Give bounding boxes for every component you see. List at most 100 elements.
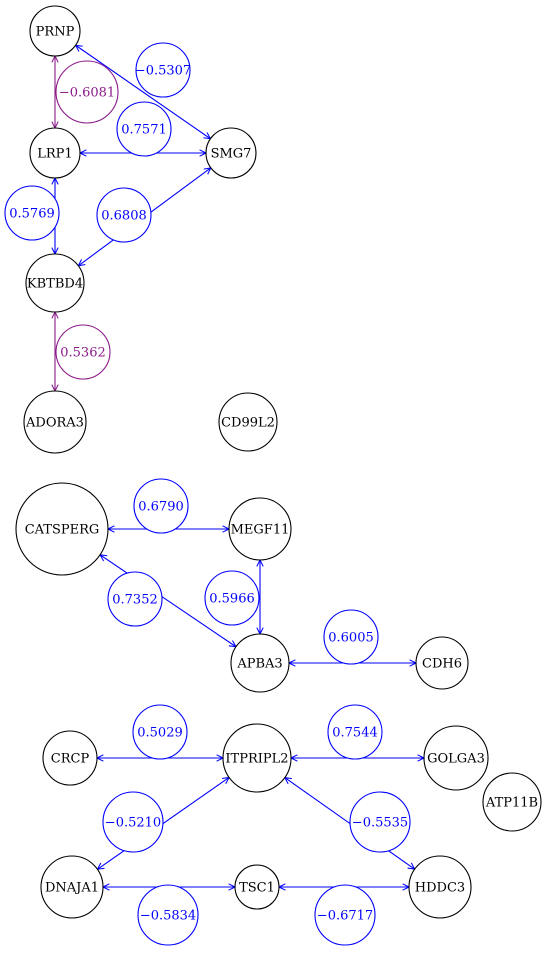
node-circle (218, 392, 278, 452)
weight-label: −0.5834 (140, 909, 196, 924)
node-circle (25, 253, 85, 313)
weight-badge-circle (135, 42, 191, 98)
node-circle (230, 633, 290, 693)
edge-prnp-smg7 (76, 45, 211, 139)
weight-badge-circle (314, 884, 376, 946)
node-circle (222, 723, 292, 793)
weight-label: 0.6005 (328, 631, 374, 646)
node-lrp1: LRP1 (29, 127, 81, 179)
node-label: GOLGA3 (427, 752, 485, 767)
weight-label: 0.7352 (112, 593, 158, 608)
node-circle (40, 855, 104, 919)
weight-label: −0.5535 (352, 816, 408, 831)
weight-badge-circle (116, 101, 172, 157)
node-dnaja1: DNAJA1 (40, 855, 104, 919)
node-label: SMG7 (211, 147, 252, 162)
node-circle (234, 864, 280, 910)
weight-label: 0.5769 (9, 207, 55, 222)
weight-badge-dnaja1-tsc1: −0.5834 (137, 884, 199, 946)
node-label: LRP1 (37, 147, 72, 162)
node-label: CDH6 (422, 657, 462, 672)
node-megf11: MEGF11 (228, 497, 292, 561)
weight-label: −0.6717 (317, 909, 373, 924)
weight-badge-lrp1-smg7: 0.7571 (116, 101, 172, 157)
node-label: ITPRIPL2 (225, 752, 288, 767)
node-label: ADORA3 (25, 416, 84, 431)
node-hddc3: HDDC3 (408, 855, 472, 919)
node-label: KBTBD4 (27, 277, 83, 292)
weight-badge-itpripl2-hddc3: −0.5535 (349, 791, 411, 853)
node-atp11b: ATP11B (482, 772, 542, 832)
weight-badge-circle (327, 704, 383, 760)
weight-badge-circle (102, 791, 164, 853)
weight-badge-circle (96, 187, 152, 243)
weight-label: 0.5029 (137, 726, 183, 741)
node-circle (408, 855, 472, 919)
weight-badge-circle (137, 884, 199, 946)
node-label: DNAJA1 (45, 881, 99, 896)
node-catsperg: CATSPERG (15, 482, 109, 576)
weight-badge-circle (55, 324, 111, 380)
weight-badge-apba3-cdh6: 0.6005 (323, 609, 379, 665)
node-label: MEGF11 (231, 523, 290, 538)
node-label: TSC1 (239, 881, 275, 896)
weight-label: 0.5362 (60, 346, 106, 361)
node-label: PRNP (36, 25, 75, 40)
node-label: CATSPERG (25, 523, 100, 538)
node-label: APBA3 (236, 657, 282, 672)
node-prnp: PRNP (29, 5, 81, 57)
weight-label: 0.5966 (209, 592, 255, 607)
weight-label: 0.7571 (121, 123, 167, 138)
weight-badge-lrp1-kbtbd4: 0.5769 (4, 185, 60, 241)
weight-badge-itpripl2-dnaja1: −0.5210 (102, 791, 164, 853)
weight-badge-catsperg-megf11: 0.6790 (133, 478, 189, 534)
node-circle (42, 730, 98, 786)
node-circle (23, 390, 87, 454)
node-label: ATP11B (485, 796, 538, 811)
weight-label: −0.5210 (105, 816, 161, 831)
weight-badge-circle (55, 60, 119, 124)
node-tsc1: TSC1 (234, 864, 280, 910)
weight-badge-megf11-apba3: 0.5966 (204, 570, 260, 626)
node-circle (29, 5, 81, 57)
weight-label: 0.6790 (138, 500, 184, 515)
weight-badge-crcp-itpripl2: 0.5029 (132, 704, 188, 760)
weight-badge-circle (323, 609, 379, 665)
edge-line (100, 555, 236, 647)
node-label: CRCP (51, 752, 90, 767)
node-cdh6: CDH6 (415, 636, 469, 690)
node-circle (228, 497, 292, 561)
weight-label: 0.7544 (332, 726, 378, 741)
node-adora3: ADORA3 (23, 390, 87, 454)
weight-badge-circle (107, 571, 163, 627)
node-circle (423, 725, 489, 791)
node-apba3: APBA3 (230, 633, 290, 693)
weight-badge-circle (349, 791, 411, 853)
node-circle (29, 127, 81, 179)
node-circle (415, 636, 469, 690)
edge-catsperg-apba3 (100, 555, 236, 647)
weight-badge-tsc1-hddc3: −0.6717 (314, 884, 376, 946)
weight-label: −0.5307 (135, 64, 191, 79)
node-smg7: SMG7 (205, 127, 257, 179)
weight-badge-catsperg-apba3: 0.7352 (107, 571, 163, 627)
node-circle (15, 482, 109, 576)
node-label: CD99L2 (221, 416, 275, 431)
weight-badge-circle (133, 478, 189, 534)
weight-label: −0.6081 (59, 86, 115, 101)
node-kbtbd4: KBTBD4 (25, 253, 85, 313)
node-crcp: CRCP (42, 730, 98, 786)
node-circle (482, 772, 542, 832)
weight-badge-itpripl2-golga3: 0.7544 (327, 704, 383, 760)
node-label: HDDC3 (415, 881, 465, 896)
weight-badge-prnp-lrp1: −0.6081 (55, 60, 119, 124)
node-itpripl2: ITPRIPL2 (222, 723, 292, 793)
weight-badge-circle (204, 570, 260, 626)
weight-badge-circle (4, 185, 60, 241)
node-cd99l2: CD99L2 (218, 392, 278, 452)
weight-badge-prnp-smg7: −0.5307 (135, 42, 191, 98)
edge-line (76, 45, 211, 139)
